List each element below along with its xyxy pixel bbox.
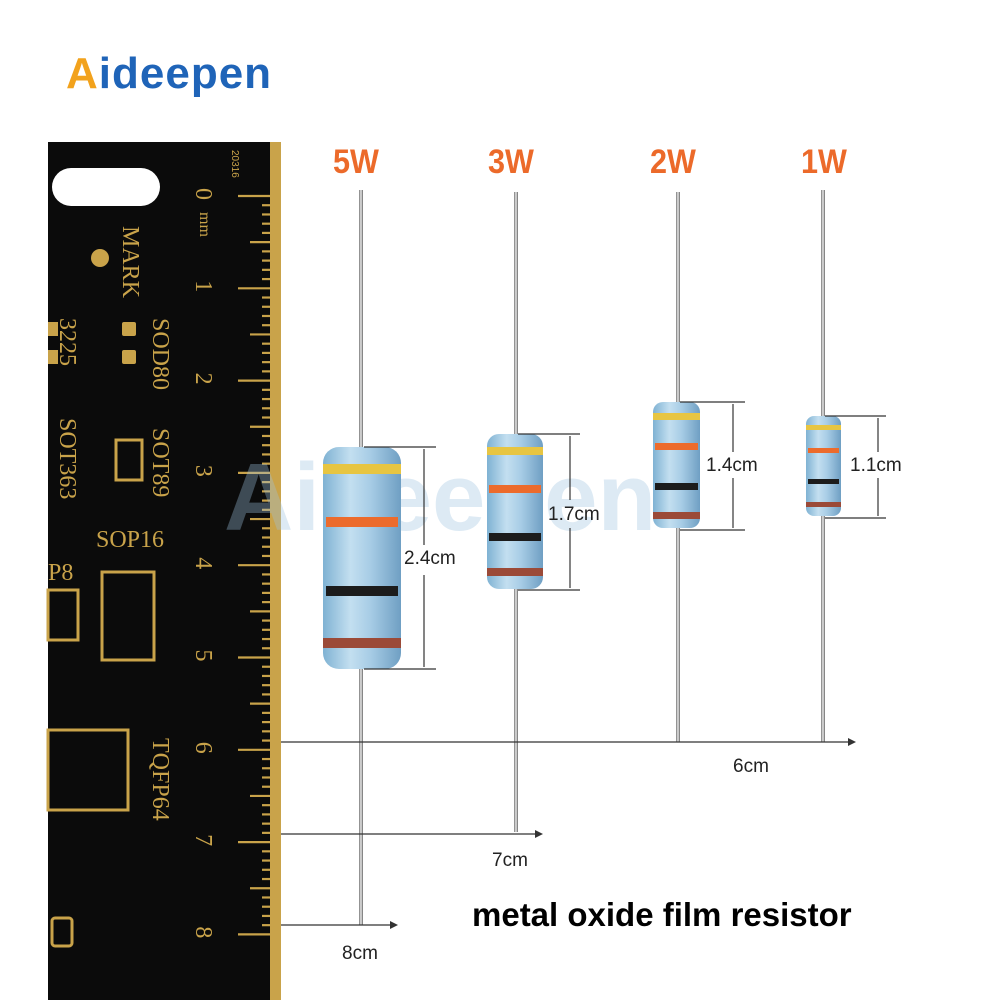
ruler-numbers: 0 1 2 3 4 5 6 7 8 [190,188,216,938]
ruler-label-p8: P8 [48,560,73,586]
ruler-unit-mm: mm [196,212,213,237]
ruler-number: 2 [190,373,216,385]
resistor-2w-band-3 [655,483,698,490]
ruler-label-sot363: SOT363 [54,418,80,499]
resistor-1w-band-4 [806,502,841,507]
resistor-1w-body [806,416,841,516]
ruler-number: 0 [190,188,216,200]
ruler-label-mark: MARK [117,226,143,299]
resistor-3w [487,192,543,832]
resistor-1w [806,190,841,742]
resistor-1w-band-3 [808,479,839,484]
ruler-ticks [238,194,272,936]
body-length-1w: 1.1cm [850,455,902,476]
resistor-5w-band-1 [323,464,401,474]
resistor-5w-band-2 [326,517,398,527]
watermark: Aideepen [224,444,656,551]
resistor-2w-band-1 [653,413,700,420]
lead-dimension-lines [281,741,848,926]
resistor-5w-band-4 [323,638,401,648]
brand-logo: Aideepen [66,52,272,96]
ruler-top-code: 20316 [229,150,240,178]
ruler-label-sop16: SOP16 [96,527,164,553]
resistor-3w-band-2 [489,485,541,493]
body-length-3w: 1.7cm [548,504,600,525]
ruler-number: 7 [190,834,216,846]
ruler-body [48,142,281,1000]
resistor-5w [323,190,401,925]
lead-length-6cm: 6cm [733,756,769,777]
resistor-3w-body [487,434,543,589]
resistor-3w-band-3 [489,533,541,541]
ruler-gold-edge [270,142,281,1000]
lead-dimension-arrows [390,738,856,929]
resistor-5w-body [323,447,401,669]
body-length-5w: 2.4cm [404,548,456,569]
ruler-number: 4 [190,557,216,569]
resistor-2w-body [653,402,700,528]
resistor-1w-band-1 [806,425,841,430]
lead-length-8cm: 8cm [342,943,378,964]
resistor-1w-band-2 [808,448,839,453]
ruler-label-tqfp64: TQFP64 [147,738,173,821]
power-label-3w: 3W [488,143,534,181]
power-label-5w: 5W [333,143,379,181]
resistor-2w [653,192,700,742]
ruler-number: 6 [190,742,216,754]
resistor-2w-band-4 [653,512,700,519]
ruler-footprints [46,249,156,948]
ruler-label-sot89: SOT89 [147,428,173,497]
resistor-5w-band-3 [326,586,398,596]
ruler-label-3225: 3225 [54,318,80,366]
body-dimension-lines [364,401,886,670]
ruler-label-sod80: SOD80 [147,318,173,390]
resistor-3w-band-4 [487,568,543,576]
ruler-number: 8 [190,926,216,938]
body-length-2w: 1.4cm [706,455,758,476]
ruler-number: 5 [190,650,216,662]
power-label-2w: 2W [650,143,696,181]
logo-text: ideepen [98,49,273,98]
ruler-number: 3 [190,465,216,477]
resistor-2w-band-2 [655,443,698,450]
ruler: 0 1 2 3 4 5 6 7 8 MARK 3225 SOD80 SOT363 SOT89 S… [46,142,281,1000]
logo-letter-a: A [66,49,99,98]
resistor-3w-band-1 [487,447,543,455]
power-label-1w: 1W [801,143,847,181]
ruler-number: 1 [190,280,216,292]
ruler-hole [52,168,160,206]
product-caption: metal oxide film resistor [472,896,852,933]
lead-length-7cm: 7cm [492,850,528,871]
